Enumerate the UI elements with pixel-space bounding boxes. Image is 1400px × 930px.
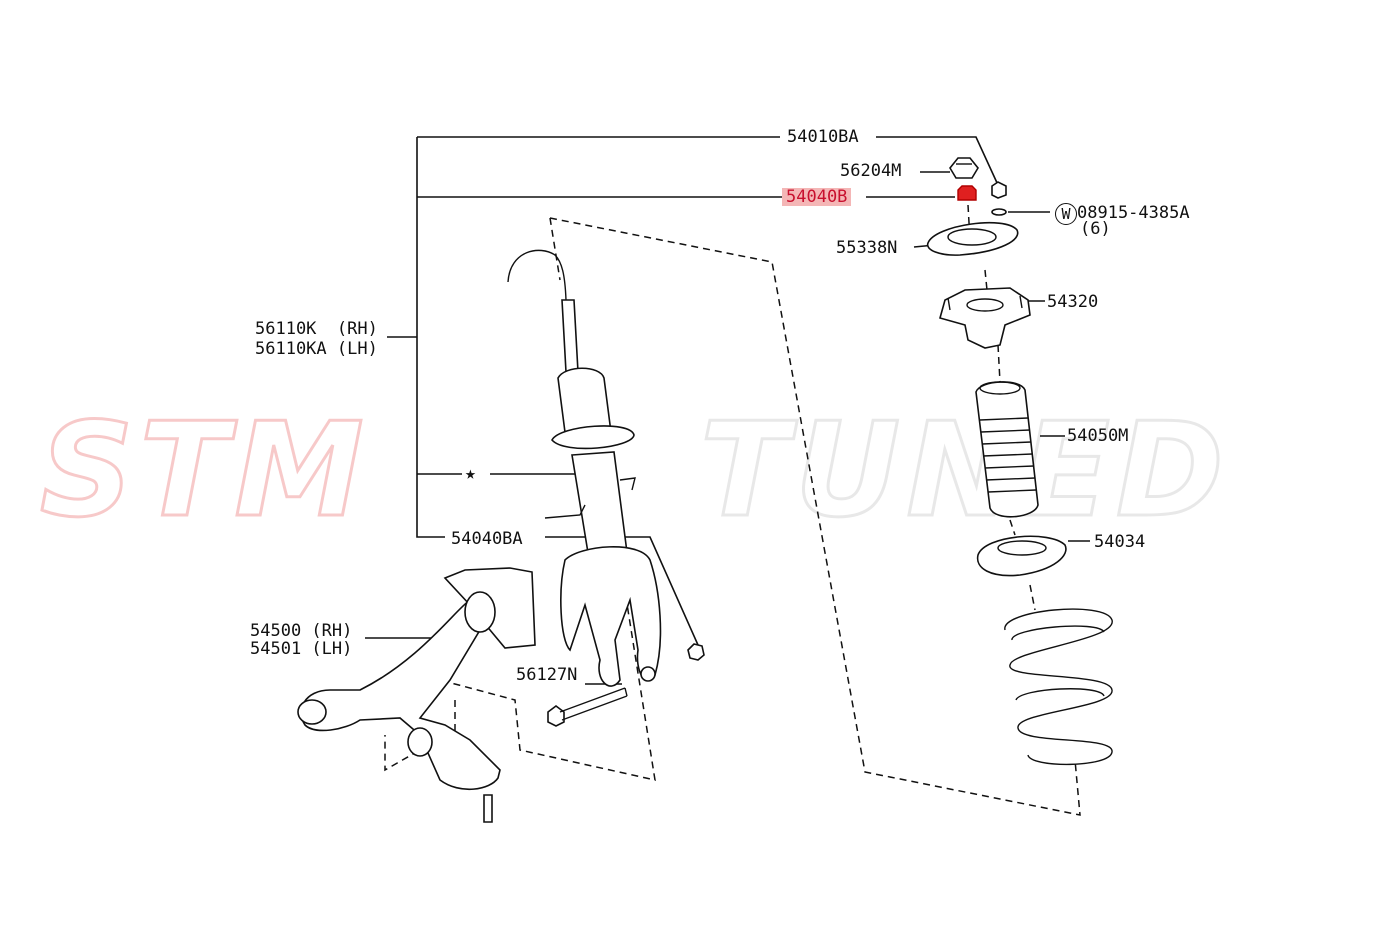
callout-54050m[interactable]: 54050M	[1067, 426, 1129, 446]
callout-56127n[interactable]: 56127N	[516, 665, 578, 685]
strut-56110k	[507, 249, 636, 566]
callout-54320[interactable]: 54320	[1047, 292, 1099, 312]
coil-spring	[1004, 608, 1113, 766]
nut-small	[991, 181, 1007, 216]
callout-54010ba[interactable]: 54010BA	[787, 127, 859, 147]
dashed-outlines	[384, 204, 1081, 816]
mount-54320	[939, 287, 1031, 349]
callout-08915-4385a[interactable]: 08915-4385A	[1077, 203, 1190, 223]
callout-56204m[interactable]: 56204M	[840, 161, 902, 181]
knuckle	[560, 546, 705, 687]
plate-55338n	[926, 221, 1019, 256]
callout-56110ka-lh[interactable]: 56110KA (LH)	[255, 339, 378, 359]
callout-54500-rh[interactable]: 54500 (RH)	[250, 621, 353, 641]
nut-54040b	[957, 185, 977, 201]
cap-56204m	[949, 157, 979, 179]
callout-54501-lh[interactable]: 54501 (LH)	[250, 639, 353, 659]
control-arm-54500	[297, 567, 536, 823]
watermark-stm: STM	[39, 394, 370, 546]
washer-w-symbol: W	[1055, 203, 1077, 225]
callout-54040ba[interactable]: 54040BA	[451, 529, 523, 549]
callout-54040b-highlighted[interactable]: 54040B	[782, 188, 852, 206]
boot-54050m	[975, 381, 1039, 518]
callout-56110k-rh[interactable]: 56110K (RH)	[255, 319, 378, 339]
bolt-56127n	[547, 687, 628, 727]
callout-55338n[interactable]: 55338N	[836, 238, 898, 258]
callout-54034[interactable]: 54034	[1094, 532, 1146, 552]
star-marker: ★	[465, 463, 476, 484]
watermark-tuned: TUNED	[699, 394, 1230, 546]
seat-54034	[976, 535, 1067, 577]
callout-quantity: (6)	[1080, 219, 1111, 239]
